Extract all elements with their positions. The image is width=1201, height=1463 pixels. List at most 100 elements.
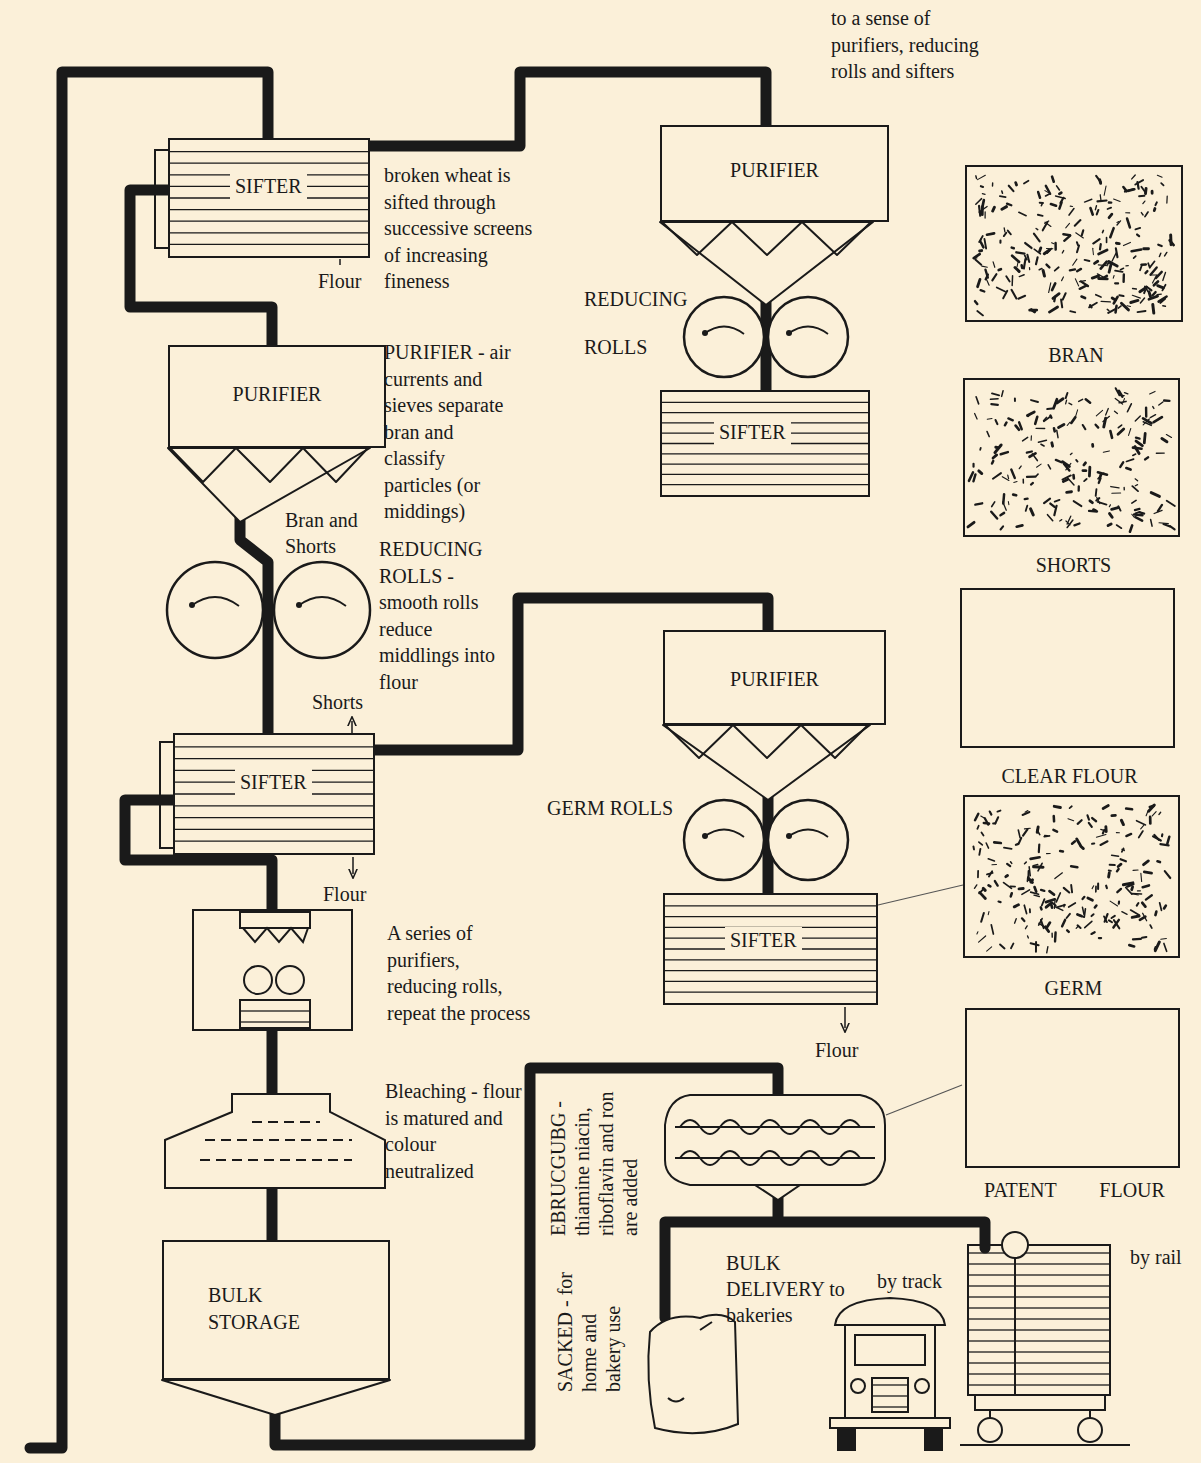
speck	[1120, 268, 1123, 269]
speck	[980, 249, 982, 252]
speck	[1098, 264, 1107, 266]
speck	[1007, 204, 1011, 206]
speck	[1038, 192, 1040, 198]
roller	[274, 562, 370, 658]
speck	[1110, 431, 1112, 438]
speck	[1159, 253, 1160, 256]
speck	[1125, 393, 1128, 394]
speck	[1123, 487, 1125, 489]
speck	[994, 841, 1001, 844]
speck	[975, 260, 981, 265]
speck	[1152, 812, 1156, 816]
speck	[1115, 398, 1122, 404]
delivery-truck	[851, 1379, 865, 1393]
speck	[1008, 418, 1012, 420]
speck	[1049, 307, 1057, 312]
speck	[1146, 811, 1148, 815]
delivery-truck	[925, 1428, 942, 1450]
speck	[1053, 428, 1056, 431]
speck	[1046, 194, 1049, 196]
speck	[985, 818, 989, 824]
speck	[1047, 265, 1050, 268]
speck	[968, 522, 974, 527]
speck	[979, 448, 981, 450]
speck	[993, 262, 995, 267]
speck	[1023, 437, 1028, 440]
speck	[1027, 412, 1034, 416]
sample-box: BRAN	[965, 165, 1183, 322]
speck	[1112, 814, 1116, 817]
speck	[1110, 514, 1113, 518]
speck	[1046, 186, 1050, 194]
speck	[1001, 452, 1008, 454]
speck	[1157, 175, 1162, 177]
speck	[1071, 417, 1075, 423]
speck	[1074, 523, 1079, 525]
speck	[1045, 927, 1048, 932]
annotation: by rail	[1130, 1244, 1182, 1271]
speck	[1146, 895, 1152, 899]
speck	[1112, 253, 1116, 261]
speck	[1040, 907, 1043, 909]
speck	[1090, 208, 1092, 215]
speck	[1084, 463, 1086, 465]
speck	[1091, 932, 1094, 934]
speck	[1090, 501, 1092, 503]
annotation: to a sense of purifiers, reducing rolls …	[831, 5, 981, 85]
speck	[1038, 844, 1041, 852]
speck	[973, 474, 975, 481]
speck	[1067, 914, 1070, 918]
speck	[1161, 183, 1163, 185]
speck	[983, 888, 985, 890]
speck	[1024, 828, 1030, 830]
speck	[1115, 411, 1118, 413]
speck	[995, 817, 998, 823]
speck	[1095, 206, 1096, 210]
speck	[1077, 245, 1079, 252]
speck	[1047, 407, 1052, 410]
speck	[1122, 912, 1127, 915]
speck	[1027, 936, 1029, 938]
speck	[1135, 180, 1143, 184]
speck	[1155, 202, 1156, 205]
speck	[1002, 207, 1007, 210]
machine-label: SIFTER	[235, 769, 312, 795]
speck	[1145, 271, 1147, 273]
speck	[1153, 208, 1157, 210]
speck	[1089, 303, 1097, 308]
speck	[979, 206, 980, 216]
roller-dot	[786, 330, 792, 336]
speck	[1117, 889, 1121, 892]
speck	[1121, 820, 1123, 824]
speck	[992, 393, 999, 395]
speck	[1029, 268, 1030, 270]
speck	[1027, 451, 1032, 452]
speck	[1036, 428, 1045, 430]
speck	[1129, 428, 1131, 435]
series-unit	[240, 1000, 310, 1028]
speck	[1164, 906, 1166, 909]
screen-line	[170, 232, 368, 233]
speck	[1054, 243, 1057, 250]
speck	[1113, 276, 1115, 279]
speck	[989, 884, 991, 888]
speck	[1141, 825, 1144, 828]
speck	[1092, 842, 1094, 844]
bleacher	[165, 1094, 385, 1188]
sample-heading: SHORTS	[935, 552, 1201, 578]
speck	[1140, 917, 1145, 920]
speck	[1127, 459, 1134, 461]
speck	[1027, 255, 1029, 262]
speck	[1144, 188, 1147, 193]
speck	[1010, 886, 1015, 888]
screen-line	[170, 151, 368, 152]
speck	[1034, 895, 1039, 896]
speck	[1034, 249, 1040, 254]
speck	[1096, 498, 1099, 500]
speck	[992, 502, 995, 507]
screen-line	[665, 970, 876, 971]
speck	[1154, 912, 1158, 915]
speck	[1165, 871, 1170, 878]
speck	[989, 871, 992, 876]
speck	[976, 199, 982, 205]
